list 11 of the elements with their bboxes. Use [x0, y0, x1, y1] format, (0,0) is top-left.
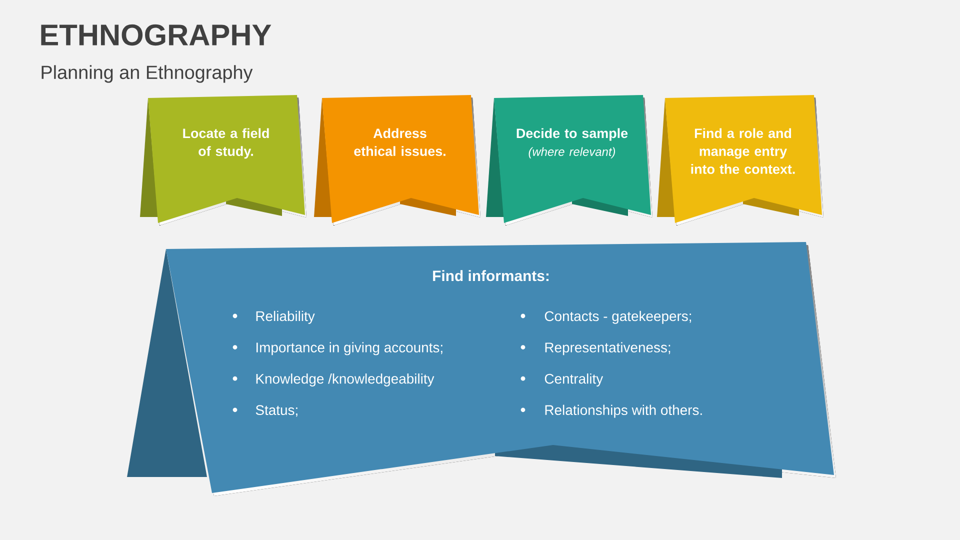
list-item: Relationships with others.: [545, 404, 702, 418]
title: ETHNOGRAPHY: [41, 24, 272, 46]
list-item: Reliability: [256, 310, 315, 324]
list-item: Importance in giving accounts;: [256, 342, 442, 356]
banner-heading: Find informants:: [433, 270, 548, 282]
list-item: Knowledge /knowledgeability: [256, 373, 434, 386]
subtitle: Planning an Ethnography: [42, 65, 253, 83]
list-item: Centrality: [544, 373, 604, 386]
list-item: Status;: [256, 405, 298, 417]
list-item: Contacts - gatekeepers;: [544, 310, 691, 324]
list-item: Representativeness;: [545, 342, 670, 356]
